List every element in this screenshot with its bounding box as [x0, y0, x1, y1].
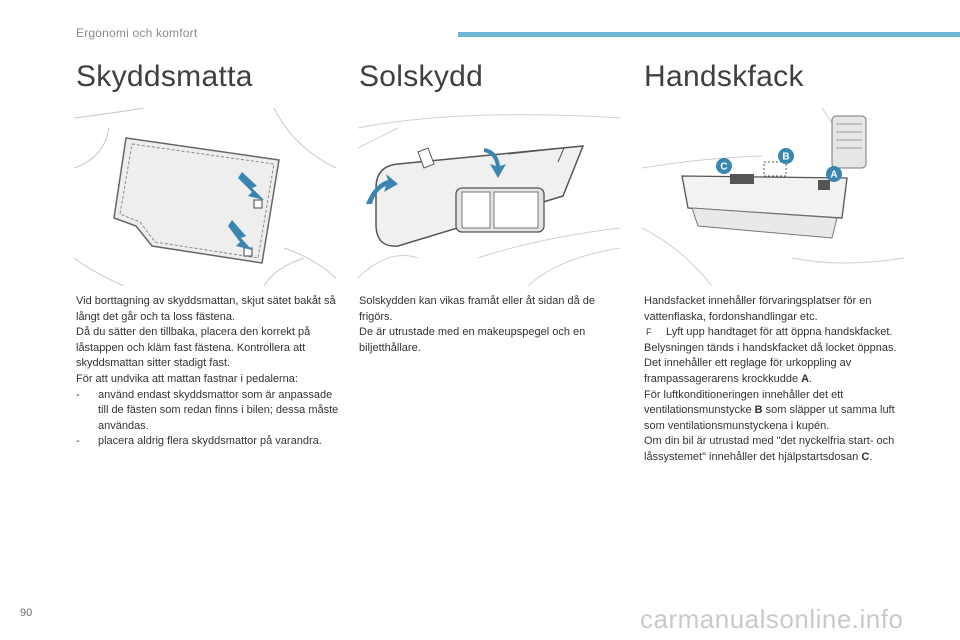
- title-handskfack: Handskfack: [644, 60, 804, 93]
- paragraph: Belysningen tänds i handskfacket då lock…: [644, 341, 897, 354]
- callout-a-label: A: [830, 170, 837, 181]
- paragraph: För att undvika att mattan fastnar i ped…: [76, 372, 298, 385]
- paragraph: Det innehåller ett reglage för urkopplin…: [644, 357, 852, 385]
- column-skyddsmatta-text: Vid borttagning av skyddsmattan, skjut s…: [76, 294, 342, 450]
- floor-mat-illustration: [74, 108, 336, 286]
- paragraph: Handsfacket innehåller förvaringsplatser…: [644, 295, 872, 323]
- list-item-text: använd endast skyddsmattor som är anpass…: [98, 388, 339, 432]
- list-item: - placera aldrig flera skyddsmattor på v…: [76, 434, 342, 450]
- step-text: Lyft upp handtaget för att öppna handskf…: [666, 326, 893, 339]
- sun-visor-illustration: [358, 108, 620, 286]
- column-handskfack-text: Handsfacket innehåller förvaringsplatser…: [644, 294, 910, 466]
- paragraph: De är utrustade med en makeupspegel och …: [359, 326, 586, 354]
- paragraph: Då du sätter den tillbaka, placera den k…: [76, 326, 311, 370]
- step-item: F Lyft upp handtaget för att öppna hands…: [644, 325, 910, 341]
- title-skyddsmatta: Skyddsmatta: [76, 60, 253, 93]
- list-item-text: placera aldrig flera skyddsmattor på var…: [98, 435, 322, 448]
- paragraph: Vid borttagning av skyddsmattan, skjut s…: [76, 295, 336, 323]
- paragraph: För luftkonditioneringen innehåller det …: [644, 388, 895, 432]
- section-header-label: Ergonomi och komfort: [76, 26, 198, 40]
- paragraph: Om din bil är utrustad med "det nyckelfr…: [644, 435, 895, 463]
- title-solskydd: Solskydd: [359, 60, 484, 93]
- list-marker: -: [76, 435, 80, 448]
- column-solskydd-text: Solskydden kan vikas framåt eller åt sid…: [359, 294, 625, 356]
- glove-box-illustration: C B A: [642, 108, 904, 286]
- header-accent-bar: [458, 32, 960, 37]
- callout-b-label: B: [782, 152, 789, 163]
- callout-c-label: C: [720, 162, 727, 173]
- page-number: 90: [20, 607, 33, 619]
- watermark: carmanualsonline.info: [640, 604, 904, 634]
- step-marker: F: [646, 327, 652, 338]
- paragraph: Solskydden kan vikas framåt eller åt sid…: [359, 295, 596, 323]
- list-marker: -: [76, 388, 80, 401]
- list-item: - använd endast skyddsmattor som är anpa…: [76, 388, 342, 435]
